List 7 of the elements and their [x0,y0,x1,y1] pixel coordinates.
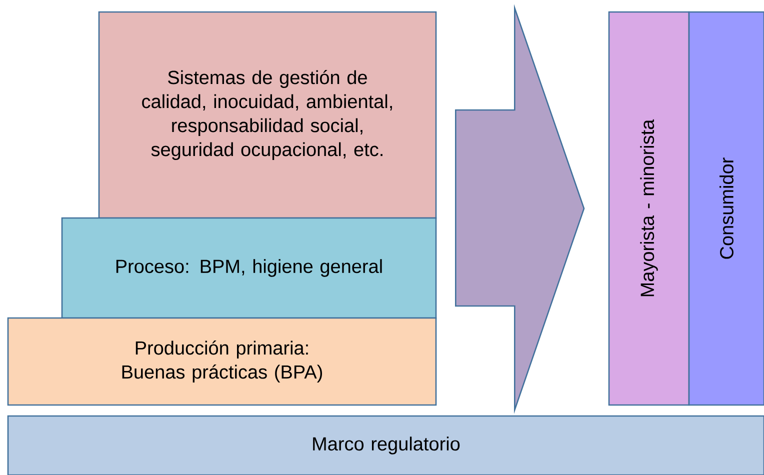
base-bar: Marco regulatorio [7,415,764,475]
process-box: Producción primaria: Buenas prácticas (BPA) [7,317,437,406]
process-box: Proceso: BPM, higiene general [61,217,437,319]
stage-box: Consumidor [688,11,764,406]
block-arrow [455,4,585,414]
stage-box: Mayorista - minorista [608,11,690,406]
process-box: Sistemas de gestión de calidad, inocuidad, ambiental, responsabilidad social, seguridad ocupacional, etc. [98,11,437,219]
